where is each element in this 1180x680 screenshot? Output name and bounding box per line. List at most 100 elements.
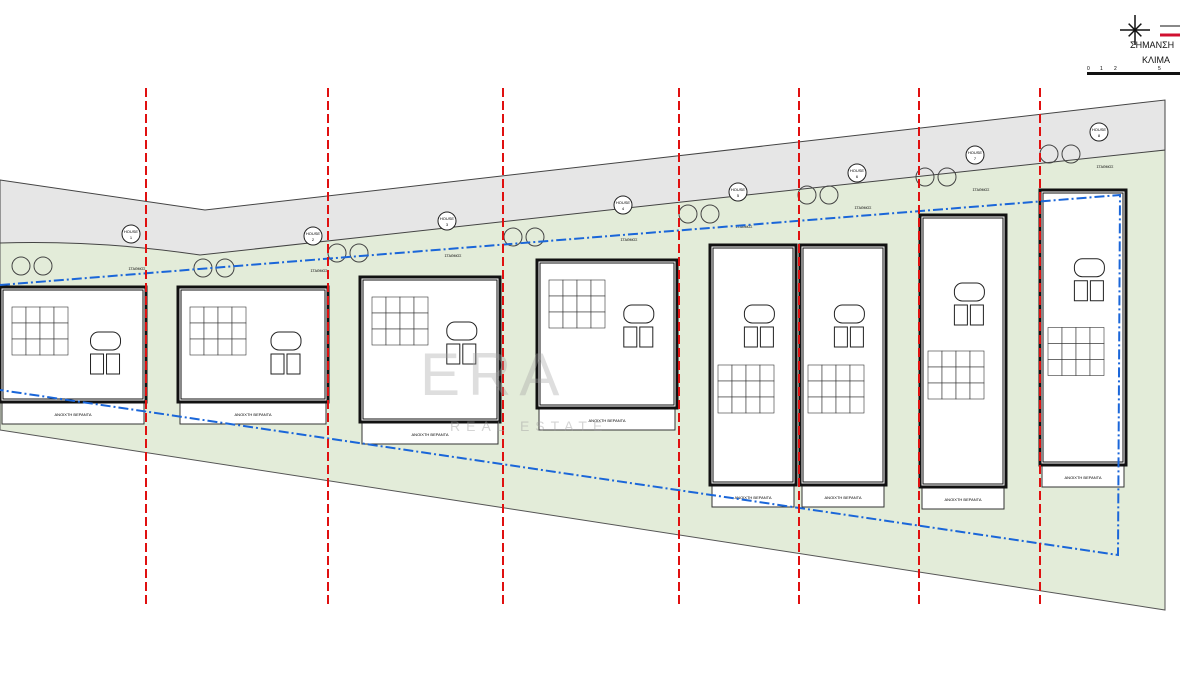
house-inner-wall	[539, 262, 675, 406]
solar-panel	[849, 380, 865, 398]
scale-tick: 1	[1100, 66, 1103, 72]
solar-panel	[590, 279, 606, 297]
unit-box	[623, 326, 638, 348]
solar-panel	[807, 364, 823, 382]
solar-panel	[807, 380, 823, 398]
solar-panel	[731, 396, 747, 414]
house-label: HOUSE	[124, 229, 139, 234]
solar-panel	[217, 322, 233, 340]
solar-panel	[849, 364, 865, 382]
tree-icon	[11, 256, 31, 276]
solar-panel	[1047, 359, 1063, 376]
house-number: 4	[622, 206, 625, 211]
solar-panel	[562, 311, 578, 329]
veranda-label: ΑΝΟΙΧΤΗ ΒΕΡΑΝΤΑ	[735, 495, 772, 500]
solar-panel	[217, 338, 233, 356]
solar-panel	[217, 306, 233, 324]
scale-tick: 2	[1114, 66, 1117, 72]
house-label-circle	[303, 226, 323, 246]
solar-panel	[759, 396, 775, 414]
water-tank	[90, 331, 122, 351]
solar-panel	[1047, 327, 1063, 344]
veranda-label: ΑΝΟΙΧΤΗ ΒΕΡΑΝΤΑ	[825, 495, 862, 500]
house-label-circle	[437, 211, 457, 231]
house-inner-wall	[922, 217, 1004, 485]
house-label: HOUSE	[440, 216, 455, 221]
unit-box	[90, 353, 105, 375]
solar-panel	[731, 364, 747, 382]
solar-panel	[759, 380, 775, 398]
house-inner-wall	[2, 289, 144, 400]
unit-box	[446, 343, 461, 365]
watermark-brand: ERA	[420, 341, 568, 408]
site-boundary-line	[0, 193, 1122, 557]
unit-box	[270, 353, 285, 375]
unit-box	[286, 353, 301, 375]
veranda-label: ΑΝΟΙΧΤΗ ΒΕΡΑΝΤΑ	[235, 412, 272, 417]
solar-panel	[25, 306, 41, 324]
veranda-label: ΑΝΟΙΧΤΗ ΒΕΡΑΝΤΑ	[55, 412, 92, 417]
solar-panel	[1061, 343, 1077, 360]
unit-box	[849, 326, 864, 348]
veranda-label: ΑΝΟΙΧΤΗ ΒΕΡΑΝΤΑ	[589, 418, 626, 423]
solar-panel	[25, 322, 41, 340]
solar-panel	[548, 311, 564, 329]
solar-panel	[231, 338, 247, 356]
north-arrow-ray	[1128, 29, 1136, 37]
solar-panel	[25, 338, 41, 356]
solar-panel	[1061, 327, 1077, 344]
solar-panel	[969, 366, 985, 384]
unit-box	[639, 326, 654, 348]
unit-box	[743, 326, 758, 348]
veranda-label: ΑΝΟΙΧΤΗ ΒΕΡΑΝΤΑ	[412, 432, 449, 437]
north-arrow-icon	[1120, 15, 1150, 45]
solar-panel	[1075, 359, 1091, 376]
house-label: HOUSE	[1092, 127, 1107, 132]
solar-panel	[53, 322, 69, 340]
water-tank	[446, 321, 478, 341]
tree-icon	[349, 243, 369, 263]
house-number: 8	[1098, 133, 1101, 138]
solar-panel	[717, 396, 733, 414]
house-label-circle	[728, 182, 748, 202]
tree-icon	[525, 227, 545, 247]
solar-panel	[745, 380, 761, 398]
house-inner-wall	[1042, 192, 1124, 463]
north-arrow-ray	[1128, 23, 1136, 31]
house-inner-wall	[712, 247, 794, 483]
water-tank	[953, 282, 985, 302]
watermark-sub: REAL ESTATE	[450, 418, 609, 434]
solar-panel	[1075, 327, 1091, 344]
unit-box	[462, 343, 477, 365]
solar-panel	[371, 312, 387, 330]
solar-panel	[576, 311, 592, 329]
tree-icon	[1061, 144, 1081, 164]
scale-bar	[1087, 72, 1180, 75]
solar-panel	[562, 279, 578, 297]
solar-panel	[1089, 327, 1105, 344]
solar-panel	[189, 322, 205, 340]
solar-panel	[39, 338, 55, 356]
house-number: 2	[312, 237, 315, 242]
solar-panel	[731, 380, 747, 398]
solar-panel	[562, 295, 578, 313]
solar-panel	[1061, 359, 1077, 376]
solar-panel	[759, 364, 775, 382]
unit-box	[759, 326, 774, 348]
solar-panel	[189, 306, 205, 324]
solar-panel	[955, 382, 971, 400]
solar-panel	[399, 296, 415, 314]
solar-panel	[807, 396, 823, 414]
solar-panel	[927, 366, 943, 384]
veranda-label: ΑΝΟΙΧΤΗ ΒΕΡΑΝΤΑ	[1065, 475, 1102, 480]
house-number: 3	[446, 222, 449, 227]
house-inner-wall	[802, 247, 884, 483]
solar-panel	[941, 350, 957, 368]
tree-icon	[915, 167, 935, 187]
solar-panel	[413, 328, 429, 346]
parking-label: ΣΤΑΘΜΟΣ	[445, 254, 463, 258]
solar-panel	[835, 364, 851, 382]
solar-panel	[203, 338, 219, 356]
unit-box	[833, 326, 848, 348]
